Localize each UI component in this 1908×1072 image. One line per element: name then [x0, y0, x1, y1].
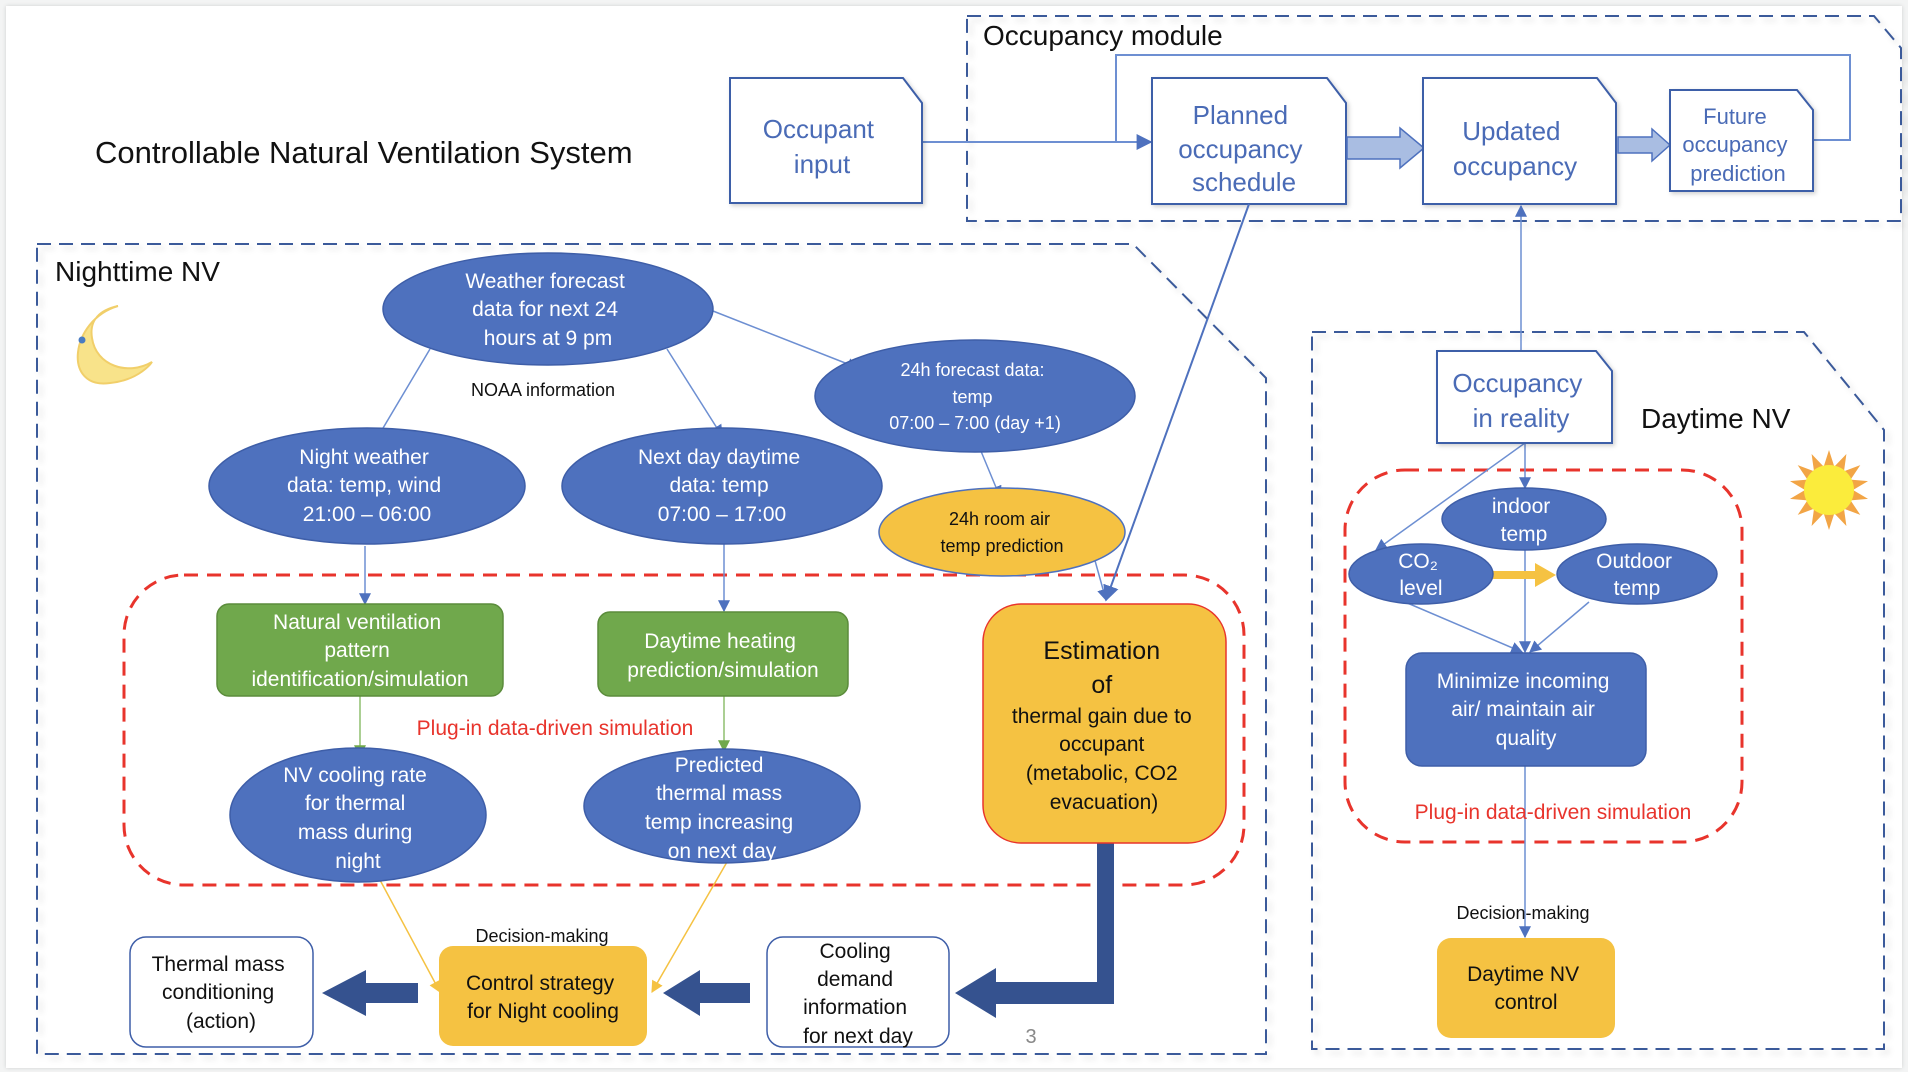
control-to-thermal-mass-arrow: [322, 970, 418, 1016]
page-number: 3: [1025, 1026, 1036, 1048]
sun-disc: [1804, 465, 1854, 515]
night-decision-label: Decision-making: [475, 926, 608, 946]
co2-level-node: [1348, 543, 1494, 605]
occupancy-reality-box: [1436, 350, 1613, 444]
cooling-demand-box: [766, 936, 950, 1048]
nv-pattern-text: Natural ventilation pattern identificati…: [251, 611, 468, 691]
co2-to-outdoor-arrow: [1465, 563, 1556, 587]
next-day-text: Next day daytime data: temp 07:00 – 17:0…: [638, 446, 806, 526]
occupancy-reality-text: Occupancy in reality: [1452, 368, 1589, 433]
predicted-mass-text: Predicted thermal mass temp increasing o…: [645, 754, 799, 863]
day-decision-label: Decision-making: [1456, 903, 1589, 923]
page-title: Controllable Natural Ventilation System: [95, 135, 633, 170]
planned-occupancy-text: Planned occupancy schedule: [1178, 100, 1310, 197]
daytime-control-text: Daytime NV control: [1467, 963, 1585, 1014]
connector-co2-to-minimize: [1404, 601, 1524, 654]
forecast-24h-node: [814, 339, 1136, 453]
daytime-heating-box: [597, 611, 849, 697]
connector-predicted-to-control: [651, 861, 728, 994]
night-plugin-label: Plug-in data-driven simulation: [417, 717, 694, 740]
daytime-heating-text: Daytime heating prediction/simulation: [627, 630, 818, 682]
planned-occupancy-box: [1151, 77, 1347, 205]
indoor-temp-node: [1441, 487, 1607, 551]
updated-to-future-block-arrow: [1617, 127, 1672, 163]
crescent-moon-icon: [76, 305, 153, 385]
estimation-box: [982, 603, 1227, 844]
planned-to-updated-block-arrow: [1346, 126, 1426, 170]
daytime-control-box: [1437, 938, 1615, 1038]
occupancy-module-frame: [966, 15, 1902, 222]
cooling-demand-text: Cooling demand information for next day: [803, 940, 913, 1048]
night-weather-text: Night weather data: temp, wind 21:00 – 0…: [287, 446, 447, 526]
nv-pattern-box: [216, 603, 504, 697]
connector-weather-to-nextday: [666, 348, 723, 438]
updated-occupancy-text: Updated occupancy: [1453, 116, 1577, 181]
connector-cooling-to-control: [379, 879, 441, 994]
room-air-temp-text: 24h room air temp prediction: [940, 509, 1063, 556]
thermal-mass-action-box: [129, 936, 314, 1048]
co2-level-text: CO₂ level: [1398, 550, 1444, 600]
sun-icon: [1790, 450, 1868, 530]
occupant-input-text: Occupant input: [763, 114, 882, 179]
nighttime-nv-frame: [36, 243, 1267, 1055]
nv-cooling-node: [229, 747, 487, 883]
daytime-nv-frame: [1311, 331, 1885, 1050]
occupancy-module-label: Occupancy module: [983, 20, 1223, 51]
occupant-input-box: [729, 77, 923, 204]
predicted-mass-node: [583, 748, 861, 864]
minimize-air-box: [1405, 652, 1647, 767]
outdoor-temp-node: [1556, 543, 1718, 605]
connector-weather-to-forecast24: [712, 310, 860, 370]
forecast-24h-text: 24h forecast data: temp 07:00 – 7:00 (da…: [889, 360, 1061, 433]
connector-roomair-to-estimation: [1093, 556, 1109, 602]
room-air-temp-node: [878, 487, 1126, 577]
thermal-mass-action-text: Thermal mass conditioning (action): [152, 953, 291, 1033]
night-weather-node: [208, 427, 526, 545]
indoor-temp-text: indoor temp: [1492, 495, 1556, 546]
minimize-air-text: Minimize incoming air/ maintain air qual…: [1437, 670, 1616, 750]
nighttime-nv-label: Nighttime NV: [55, 256, 220, 287]
nv-cooling-text: NV cooling rate for thermal mass during …: [283, 764, 432, 873]
updated-occupancy-box: [1422, 77, 1617, 205]
future-occupancy-text: Future occupancy prediction: [1682, 104, 1793, 186]
noaa-label: NOAA information: [471, 380, 615, 400]
future-occupancy-box: [1669, 89, 1814, 192]
weather-forecast-node: [382, 252, 714, 366]
weather-forecast-text: Weather forecast data for next 24 hours …: [465, 270, 630, 350]
estimation-text: Estimation of thermal gain due to occupa…: [1012, 637, 1196, 814]
estimation-to-cooling-demand-arrow: [955, 843, 1114, 1018]
connector-outdoor-to-minimize: [1529, 601, 1590, 653]
cooling-demand-to-control-arrow: [663, 970, 750, 1016]
day-plugin-region: [1343, 468, 1744, 844]
daytime-nv-label: Daytime NV: [1641, 403, 1791, 434]
outdoor-temp-text: Outdoor temp: [1596, 550, 1678, 600]
day-plugin-label: Plug-in data-driven simulation: [1415, 801, 1692, 824]
connector-planned-to-estimation: [1103, 203, 1250, 602]
control-strategy-box: [439, 946, 647, 1046]
next-day-node: [561, 427, 883, 545]
connector-reality-to-co2: [1375, 442, 1526, 551]
feedback-loop-line: [1115, 54, 1851, 142]
control-strategy-text: Control strategy for Night cooling: [466, 972, 620, 1023]
